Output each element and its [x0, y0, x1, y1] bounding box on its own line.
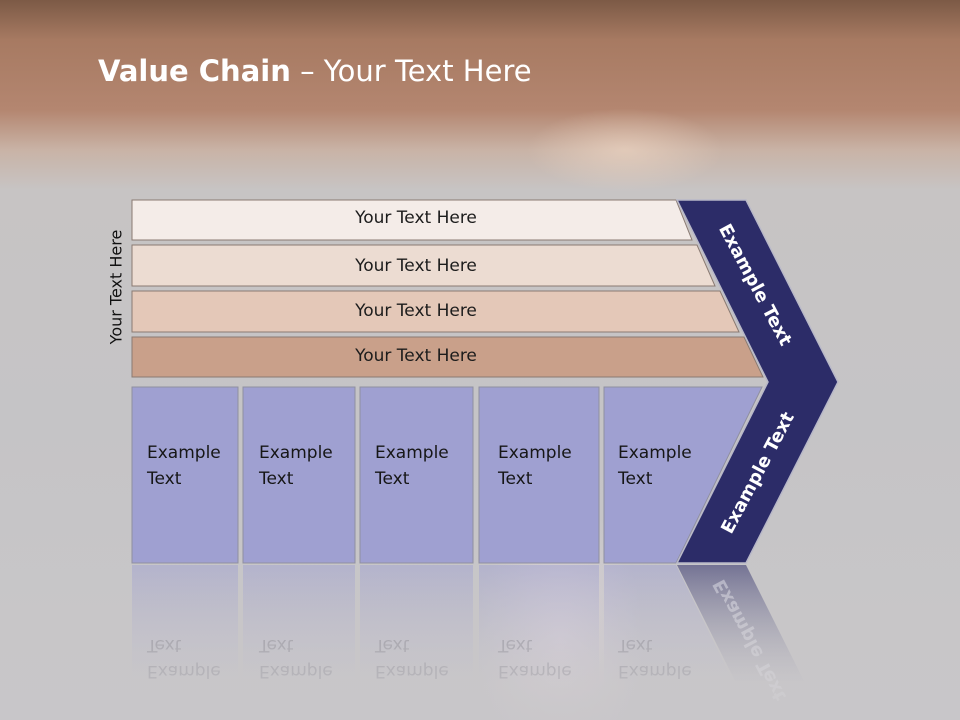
side-label: Your Text Here [106, 229, 126, 345]
support-bar-4-label: Your Text Here [355, 346, 477, 366]
margin-chevron [675, 199, 839, 564]
primary-box-1-line2: Text [147, 469, 182, 489]
primary-box-2-line1: Example [259, 443, 333, 463]
primary-box-3-line2: Text [375, 469, 410, 489]
bottom-fade [0, 560, 960, 720]
chevron-upper-label: Example Text [714, 220, 796, 350]
slide-title-rest: – Your Text Here [290, 54, 532, 88]
primary-box-3-line1: Example [375, 443, 449, 463]
support-bar-1-label: Your Text Here [355, 208, 477, 228]
support-bar-3-label: Your Text Here [355, 301, 477, 321]
support-bar-2-label: Your Text Here [355, 256, 477, 276]
primary-box-2-line2: Text [259, 469, 294, 489]
primary-box-4-line1: Example [498, 443, 572, 463]
slide-title: Value Chain – Your Text Here [98, 54, 532, 88]
primary-box-5-line2: Text [618, 469, 653, 489]
primary-box-4-line2: Text [498, 469, 533, 489]
primary-box-5-line1: Example [618, 443, 692, 463]
slide-title-bold: Value Chain [98, 54, 291, 88]
chevron-lower-label: Example Text [717, 408, 799, 538]
primary-box-1-line1: Example [147, 443, 221, 463]
